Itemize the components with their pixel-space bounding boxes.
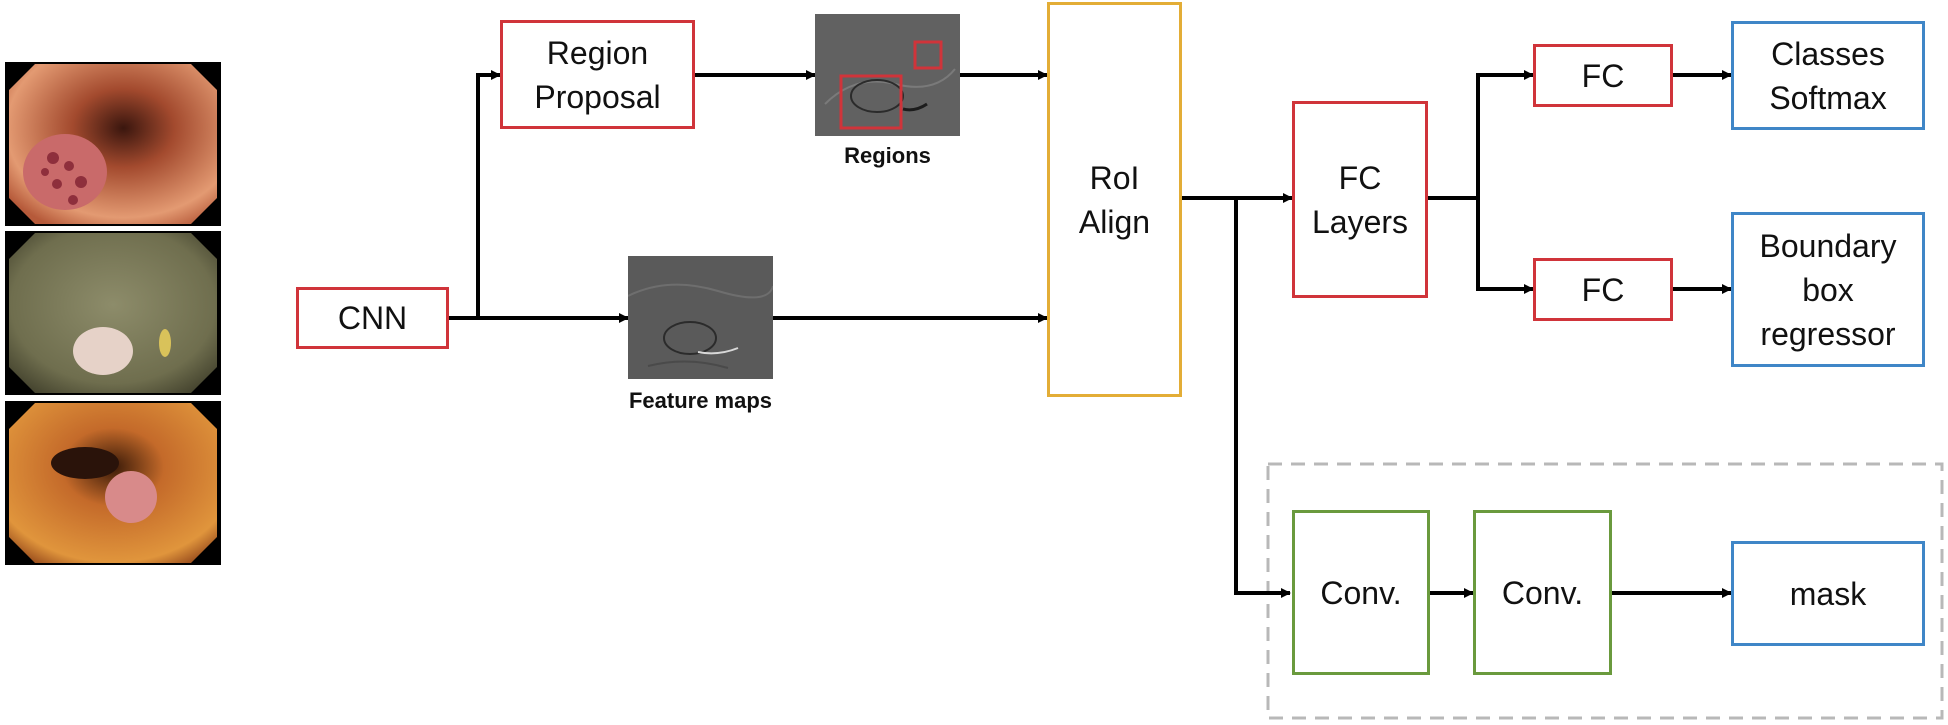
feature-maps-image bbox=[628, 256, 773, 379]
conv-2-box: Conv. bbox=[1473, 510, 1612, 675]
input-image-1 bbox=[5, 62, 221, 226]
roi-align-box: RoI Align bbox=[1047, 2, 1182, 397]
arrow-to-fc-bottom bbox=[1476, 198, 1534, 294]
fc-bottom-box: FC bbox=[1533, 258, 1673, 321]
regions-caption: Regions bbox=[844, 143, 931, 168]
region-box-small bbox=[913, 40, 943, 70]
region-box-large bbox=[839, 74, 903, 130]
feature-maps-caption: Feature maps bbox=[628, 388, 773, 413]
classes-softmax-box: Classes Softmax bbox=[1731, 21, 1925, 130]
arrow-roi-to-mask-branch bbox=[1234, 198, 1291, 598]
fc-top-box: FC bbox=[1533, 44, 1673, 107]
fc-layers-box: FC Layers bbox=[1292, 101, 1428, 298]
mask-box: mask bbox=[1731, 541, 1925, 646]
boundary-box-regressor-box: Boundary box regressor bbox=[1731, 212, 1925, 367]
arrow-to-fc-top bbox=[1476, 70, 1534, 198]
cnn-box: CNN bbox=[296, 287, 449, 349]
arrow-to-region-proposal bbox=[476, 70, 501, 318]
input-image-2 bbox=[5, 231, 221, 395]
input-image-3 bbox=[5, 401, 221, 565]
conv-1-box: Conv. bbox=[1292, 510, 1430, 675]
region-proposal-box: Region Proposal bbox=[500, 20, 695, 129]
regions-image bbox=[815, 14, 960, 136]
